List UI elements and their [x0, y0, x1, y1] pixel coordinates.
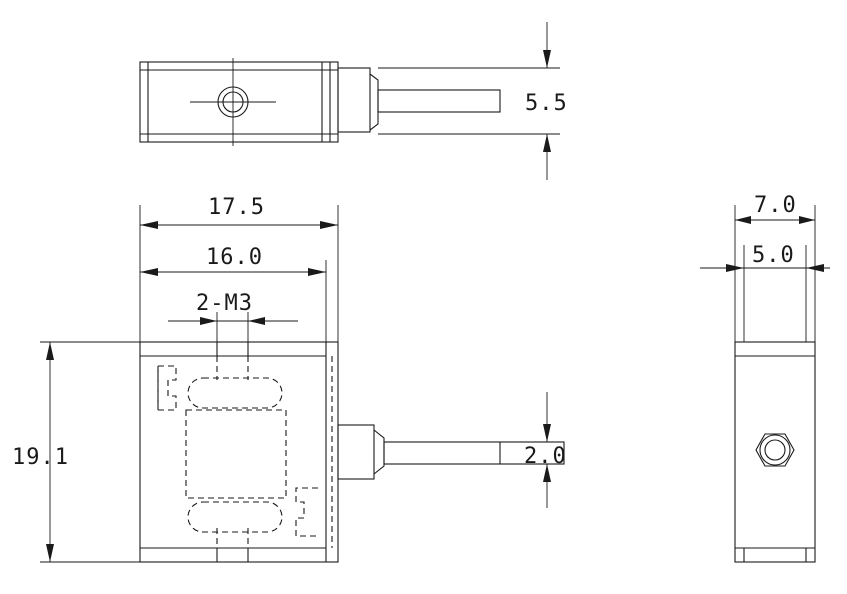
front-cable: [383, 441, 565, 465]
upper-slot: [187, 377, 283, 409]
top-connector: [337, 67, 371, 133]
dim-inner-width: 16.0: [206, 245, 263, 270]
central-pocket: [185, 409, 287, 499]
dim-overall-width: 17.5: [208, 195, 265, 220]
side-view: 7.0 5.0: [700, 193, 830, 563]
top-cable: [377, 89, 501, 113]
dim-overall-height: 19.1: [12, 445, 69, 470]
dim-thread-spec: 2-M3: [196, 291, 253, 316]
top-view: 5.5: [139, 22, 568, 180]
side-view-body: [734, 341, 816, 563]
front-connector: [337, 424, 375, 480]
side-hole-outer: [759, 434, 791, 466]
dim-top-height: 5.5: [525, 91, 568, 116]
dim-side-width: 7.0: [754, 193, 797, 218]
front-view-body: [139, 341, 339, 563]
dim-side-inner-width: 5.0: [752, 243, 795, 268]
side-hex-nut: [755, 433, 795, 467]
side-hole-inner: [764, 439, 786, 461]
lower-slot: [187, 501, 283, 533]
dim-cable-diameter: 2.0: [524, 444, 567, 469]
front-view: 17.5 16.0 2-M3 19.1: [12, 195, 567, 563]
